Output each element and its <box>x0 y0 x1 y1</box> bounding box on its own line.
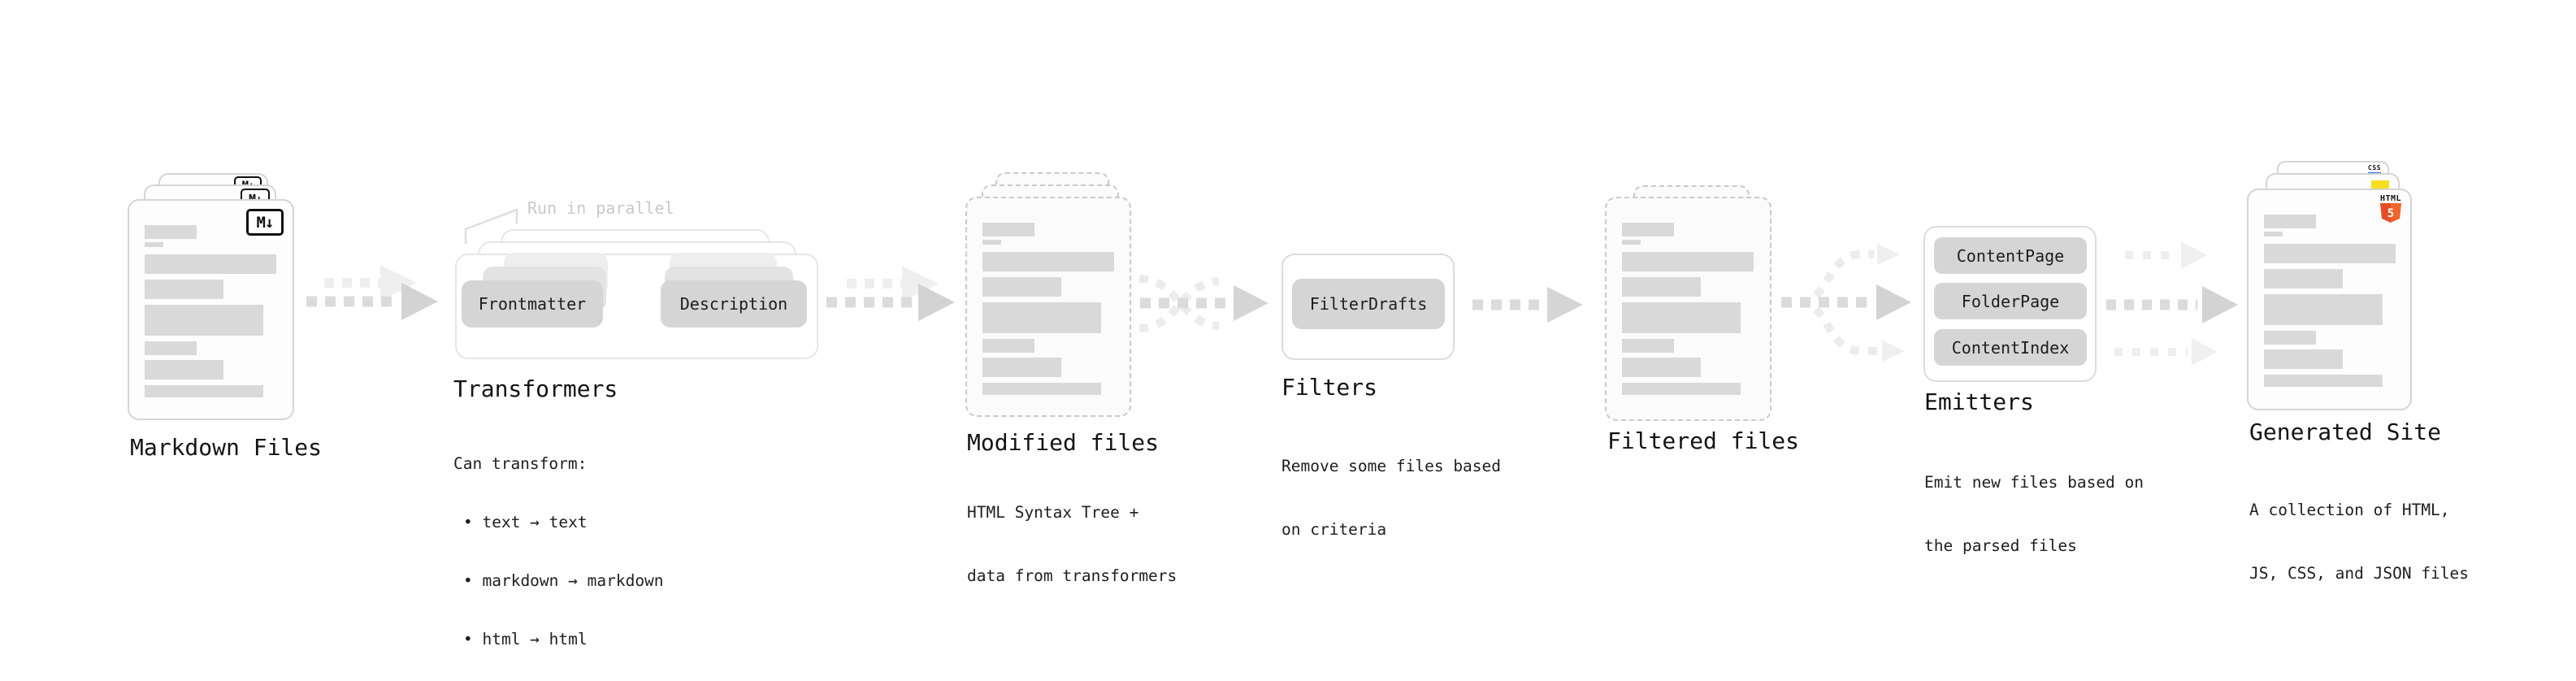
description-line: Can transform: <box>453 454 588 473</box>
html5-icon-label: HTML <box>2380 194 2402 203</box>
filtered-files-title: Filtered files <box>1607 427 1800 454</box>
run-in-parallel-annotation: Run in parallel <box>527 198 674 218</box>
arrow-modified-to-filters-fan-in <box>1138 275 1268 332</box>
markdown-icon: M↓ <box>246 209 284 236</box>
filter-drafts-pill: FilterDrafts <box>1292 279 1445 329</box>
js-badge <box>2371 180 2389 191</box>
description-line: A collection of HTML, <box>2249 501 2450 519</box>
arrows-emitters-to-generated <box>2106 241 2238 366</box>
description-line: the parsed files <box>1924 536 2077 555</box>
content-page-pill: ContentPage <box>1934 237 2087 274</box>
description-pill: Description <box>661 280 807 327</box>
modified-files-description: HTML Syntax Tree + data from transformer… <box>967 460 1177 629</box>
document-placeholder-lines <box>1622 223 1754 405</box>
description-line: Emit new files based on <box>1924 473 2144 492</box>
arrow-filters-to-filtered <box>1472 287 1583 323</box>
description-line: • html → html <box>463 630 588 648</box>
modified-file-card-front <box>965 197 1131 417</box>
arrow-filtered-to-emitters-fan-out <box>1781 244 1911 362</box>
description-line: Remove some files based <box>1281 457 1502 475</box>
description-line: • markdown → markdown <box>463 571 664 590</box>
document-placeholder-lines <box>2264 215 2396 394</box>
arrow-markdown-to-transformers <box>306 265 438 320</box>
arrow-transformers-to-modified <box>826 266 955 321</box>
generated-site-card-html: HTML 5 <box>2247 189 2412 410</box>
transformers-title: Transformers <box>453 375 618 402</box>
markdown-files-title: Markdown Files <box>130 434 323 461</box>
emitters-title: Emitters <box>1924 388 2034 415</box>
folder-page-pill: FolderPage <box>1934 283 2087 319</box>
filters-description: Remove some files based on criteria <box>1281 414 1501 583</box>
description-line: HTML Syntax Tree + <box>967 503 1139 522</box>
description-line: • text → text <box>463 513 588 531</box>
document-placeholder-lines <box>982 223 1114 401</box>
markdown-file-card-front: M↓ <box>128 199 294 420</box>
document-placeholder-lines <box>145 225 277 404</box>
content-index-pill: ContentIndex <box>1934 329 2087 366</box>
transformers-description: Can transform: • text → text • markdown … <box>453 415 664 681</box>
description-line: on criteria <box>1281 520 1387 539</box>
filtered-file-card-front <box>1605 197 1772 421</box>
description-line: JS, CSS, and JSON files <box>2249 564 2470 583</box>
html5-number: 5 <box>2387 207 2394 220</box>
generated-site-description: A collection of HTML, JS, CSS, and JSON … <box>2249 458 2469 627</box>
frontmatter-pill: Frontmatter <box>462 280 603 327</box>
html5-shield: 5 <box>2380 203 2401 223</box>
css-badge-label: CSS <box>2368 164 2381 171</box>
emitters-description: Emit new files based on the parsed files <box>1924 430 2144 599</box>
modified-files-title: Modified files <box>967 429 1160 456</box>
generated-site-title: Generated Site <box>2249 419 2442 445</box>
html5-icon: HTML 5 <box>2380 194 2401 226</box>
description-line: data from transformers <box>967 566 1177 585</box>
filters-title: Filters <box>1281 374 1378 401</box>
